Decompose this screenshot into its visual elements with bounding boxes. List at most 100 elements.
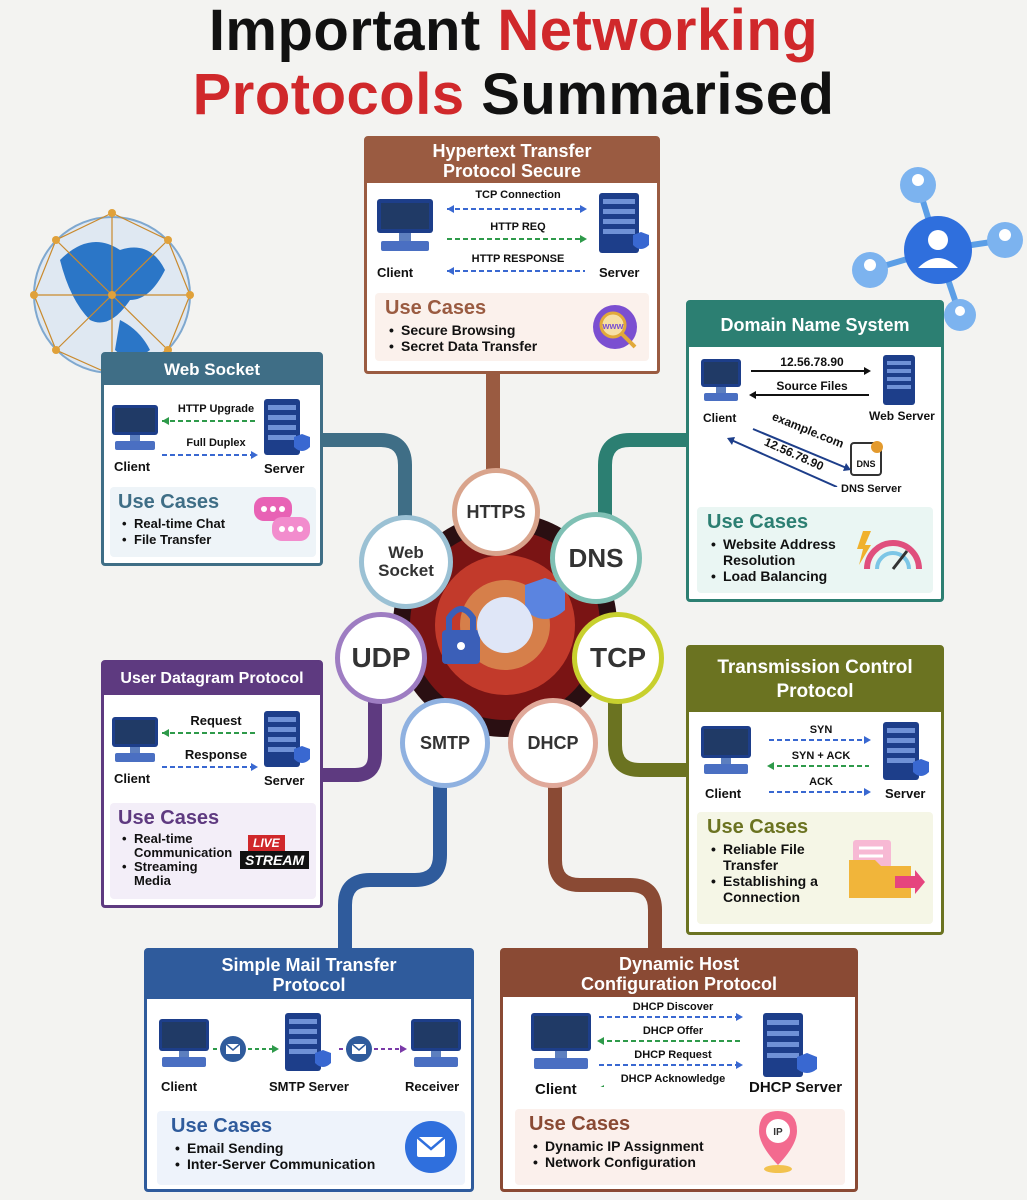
dhcp-use-cases-title: Use Cases [529,1113,631,1135]
stream-label: STREAM [240,851,310,869]
title-word-important: Important [208,0,481,63]
client-computer-icon [112,405,158,450]
dhcp-arrow-label-2: DHCP Offer [642,1025,704,1037]
chat-bubbles-icon [254,497,310,541]
udp-card-title: User Datagram Protocol [104,663,320,695]
https-client-label: Client [377,265,414,280]
client-computer-icon [701,726,751,774]
hub-tcp-label: TCP [590,642,646,673]
tcp-use-case-2: Establishing a Connection [707,873,827,905]
tcp-arrow-label-3: ACK [809,776,833,788]
smtp-use-cases-title: Use Cases [171,1115,273,1137]
https-arrow-label-2: HTTP REQ [490,221,546,233]
ip-location-pin-icon: IP [759,1111,797,1173]
https-use-cases: Use Cases Secure Browsing Secret Data Tr… [375,293,649,361]
svg-text:DNS: DNS [856,459,875,469]
dhcp-arrow-label-4: DHCP Acknowledge [620,1073,726,1085]
dns-card-title: Domain Name System [689,303,941,347]
dhcp-arrow-label-1: DHCP Discover [632,1001,714,1013]
udp-arrows [162,729,258,771]
dns-use-case-2: Load Balancing [707,568,923,584]
title-line-1: Important Networking [0,0,1027,62]
https-use-case-2: Secret Data Transfer [385,338,639,354]
hub-smtp[interactable]: SMTP [400,698,490,788]
udp-arrow-label-2: Response [184,747,248,762]
dhcp-client-label: Client [535,1081,577,1098]
udp-client-label: Client [114,771,151,786]
client-computer-icon [159,1019,209,1067]
websocket-arrow-label-2: Full Duplex [186,437,246,449]
udp-server-label: Server [264,773,305,788]
websocket-use-cases-title: Use Cases [118,491,220,513]
hub-dhcp-label: DHCP [527,732,579,753]
dns-client-label: Client [703,411,737,425]
speed-gauge-icon [857,531,922,570]
title-word-summarised: Summarised [481,62,835,127]
websocket-arrow-label-1: HTTP Upgrade [177,403,255,415]
udp-card: User Datagram Protocol Client Server Req… [101,660,323,908]
hub-websocket[interactable]: Web Socket [359,515,453,609]
smtp-server-icon [285,1013,331,1071]
https-card-title: Hypertext Transfer Protocol Secure [367,139,657,183]
tcp-use-cases-title: Use Cases [707,816,809,838]
hub-dns[interactable]: DNS [550,512,642,604]
hub-tcp[interactable]: TCP [572,612,664,704]
smtp-receiver-label: Receiver [405,1079,460,1094]
live-label: LIVE [248,835,285,851]
hub-websocket-label: Web Socket [378,543,434,580]
smtp-use-cases: Use Cases Email Sending Inter-Server Com… [157,1111,465,1185]
client-computer-icon [701,359,741,401]
server-icon [264,711,310,767]
udp-use-cases-title: Use Cases [118,807,220,829]
title-word-protocols: Protocols [192,62,465,127]
smtp-card: Simple Mail Transfer Protocol Client SMT… [144,948,474,1192]
hub-udp[interactable]: UDP [335,612,427,704]
hub-dhcp[interactable]: DHCP [508,698,598,788]
title-word-networking: Networking [497,0,819,63]
https-arrow-label-1: TCP Connection [475,189,561,201]
websocket-use-case-1: Real-time Chat [118,516,308,532]
websocket-server-label: Server [264,461,305,476]
tcp-use-case-1: Reliable File Transfer [707,841,827,873]
smtp-use-case-1: Email Sending [171,1140,451,1156]
dhcp-server-label: DHCP Server [749,1079,843,1096]
tcp-client-label: Client [705,786,742,801]
web-server-icon [883,355,915,405]
https-card: Hypertext Transfer Protocol Secure Clien… [364,136,660,374]
hub-https[interactable]: HTTPS [452,468,540,556]
client-computer-icon [112,717,158,762]
dns-use-cases: Use Cases Website Address Resolution Loa… [697,507,933,593]
hub-https-label: HTTPS [466,501,526,522]
smtp-mail-flow [213,1036,407,1062]
dhcp-arrow-label-3: DHCP Request [634,1049,712,1061]
dns-web-server-label: Web Server [869,409,935,423]
hub-dns-label: DNS [568,542,624,573]
dns-use-case-1: Website Address Resolution [707,536,845,568]
dhcp-card: Dynamic Host Configuration Protocol Clie… [500,948,858,1192]
tcp-card: Transmission Control Protocol Client Ser… [686,645,944,935]
folder-transfer-icon [849,840,925,898]
client-computer-icon [531,1013,591,1069]
tcp-card-title: Transmission Control Protocol [689,648,941,712]
live-stream-badge: LIVE STREAM [240,835,310,875]
dns-arrow-label-1: 12.56.78.90 [780,355,844,369]
title-line-2: Protocols Summarised [0,64,1027,126]
websocket-client-label: Client [114,459,151,474]
dns-card: Domain Name System Client Web Server DNS… [686,300,944,602]
websocket-card: Web Socket Client Server HTTP Upgrade Fu… [101,352,323,566]
dns-arrow-label-2: Source Files [776,379,848,393]
dhcp-card-title: Dynamic Host Configuration Protocol [503,951,855,997]
https-use-cases-title: Use Cases [385,297,487,319]
dhcp-server-icon [763,1013,817,1077]
smtp-card-title: Simple Mail Transfer Protocol [147,951,471,999]
websocket-card-title: Web Socket [104,355,320,385]
dhcp-use-case-1: Dynamic IP Assignment [529,1138,831,1154]
dhcp-use-case-2: Network Configuration [529,1154,831,1170]
server-icon [883,722,929,780]
websocket-use-case-2: File Transfer [118,532,308,548]
tcp-arrows [767,736,871,796]
smtp-server-label: SMTP Server [269,1079,349,1094]
smtp-client-label: Client [161,1079,198,1094]
tcp-arrow-label-1: SYN [809,724,833,736]
